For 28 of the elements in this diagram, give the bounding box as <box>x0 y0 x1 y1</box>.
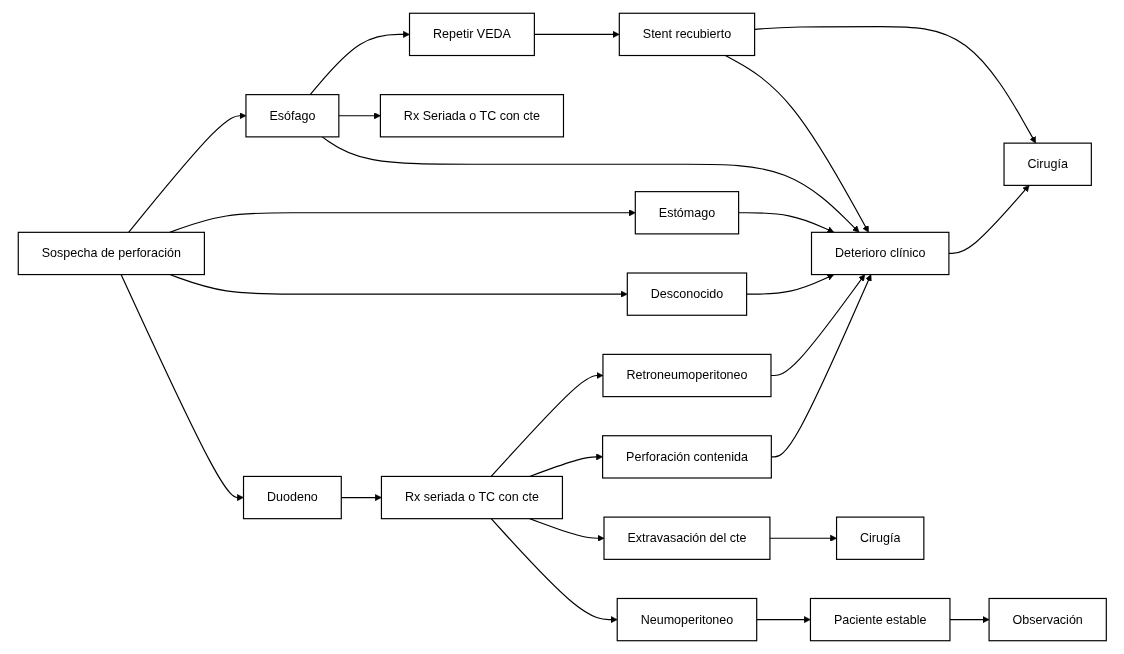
node-box: Extravasación del cte <box>603 516 771 560</box>
node-box: Perforación contenida <box>601 435 772 479</box>
arrow <box>770 274 865 377</box>
node-box: Paciente estable <box>809 597 951 642</box>
node-box: Sospecha de perforación <box>17 231 205 276</box>
arrow <box>769 534 837 542</box>
node-box: Repetir VEDA <box>408 12 535 57</box>
node-box: Retroneumoperitoneo <box>602 353 772 398</box>
node-box: Estómago <box>634 191 739 235</box>
node-box: Desconocido <box>626 272 747 316</box>
node-box: Stent recubierto <box>618 12 755 57</box>
arrow <box>321 136 860 233</box>
arrow <box>120 274 244 501</box>
node-box: Neumoperitoneo <box>616 597 757 642</box>
arrow <box>309 30 410 96</box>
node-box: Observación <box>988 597 1107 642</box>
arrow <box>490 372 603 477</box>
node-box: Duodeno <box>242 475 342 520</box>
node-box: Esófago <box>245 94 340 138</box>
arrow <box>948 185 1030 255</box>
node-box: Deterioro clínico <box>810 231 950 276</box>
node-box: Rx Seriada o TC con cte <box>379 94 564 138</box>
node-box: Cirugía <box>835 516 925 560</box>
arrow <box>724 54 869 233</box>
node-box: Cirugía <box>1003 142 1092 186</box>
arrow <box>127 112 246 233</box>
arrow <box>770 274 872 458</box>
node-box: Rx seriada o TC con cte <box>380 475 563 520</box>
